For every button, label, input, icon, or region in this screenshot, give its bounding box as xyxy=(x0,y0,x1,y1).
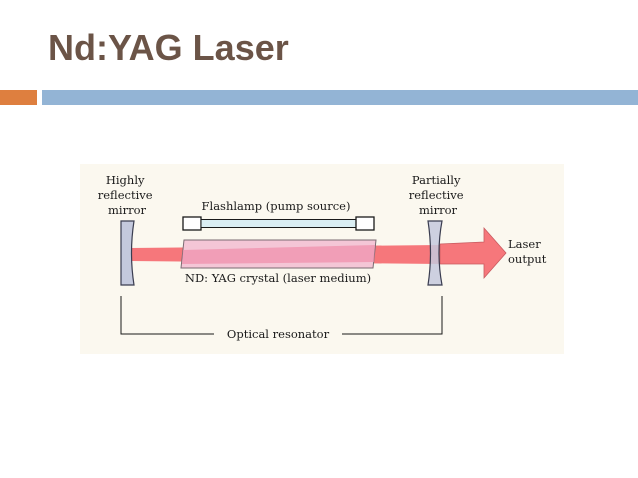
flashlamp-end-left xyxy=(182,216,202,231)
label-crystal: ND: YAG crystal (laser medium) xyxy=(185,271,371,285)
flashlamp-tube xyxy=(200,219,357,228)
label-mirror-right: Partially reflective mirror xyxy=(409,173,467,217)
laser-diagram-svg: Highly reflective mirror Partially refle… xyxy=(80,164,564,354)
left-mirror xyxy=(120,220,135,286)
label-flashlamp: Flashlamp (pump source) xyxy=(202,199,351,213)
right-mirror xyxy=(427,220,443,286)
resonator-bracket-left xyxy=(120,296,214,335)
resonator-bracket-right xyxy=(342,296,443,335)
laser-diagram: Highly reflective mirror Partially refle… xyxy=(80,164,564,354)
label-mirror-left: Highly reflective mirror xyxy=(98,173,156,217)
laser-output-arrow xyxy=(439,226,507,280)
flashlamp-end-right xyxy=(355,216,375,231)
label-laser-output: Laser output xyxy=(508,237,547,266)
label-optical-resonator: Optical resonator xyxy=(227,327,330,341)
accent-bar-blue xyxy=(42,90,638,105)
beam-in-crystal xyxy=(182,245,375,264)
slide-title: Nd:YAG Laser xyxy=(48,27,289,68)
accent-bar-orange xyxy=(0,90,37,105)
